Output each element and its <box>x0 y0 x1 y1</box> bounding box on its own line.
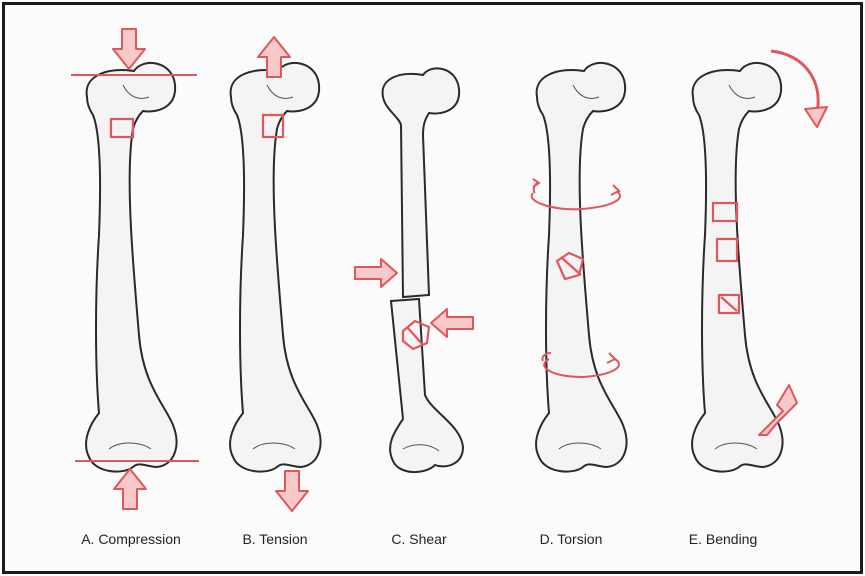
label-shear: C. Shear <box>391 531 446 547</box>
label-tension: B. Tension <box>242 531 307 547</box>
label-compression: A. Compression <box>81 531 181 547</box>
femur-bending <box>692 63 782 472</box>
arrow-down-icon <box>113 29 145 69</box>
label-torsion: D. Torsion <box>540 531 603 547</box>
arrow-left-icon <box>431 309 473 337</box>
arrow-up-icon <box>114 469 146 509</box>
label-bending: E. Bending <box>689 531 758 547</box>
femur-tension <box>230 63 320 472</box>
arrow-down-icon <box>276 471 308 511</box>
bone-loading-diagram <box>5 5 860 571</box>
femur-compression <box>86 63 176 472</box>
arrow-right-icon <box>355 259 397 287</box>
